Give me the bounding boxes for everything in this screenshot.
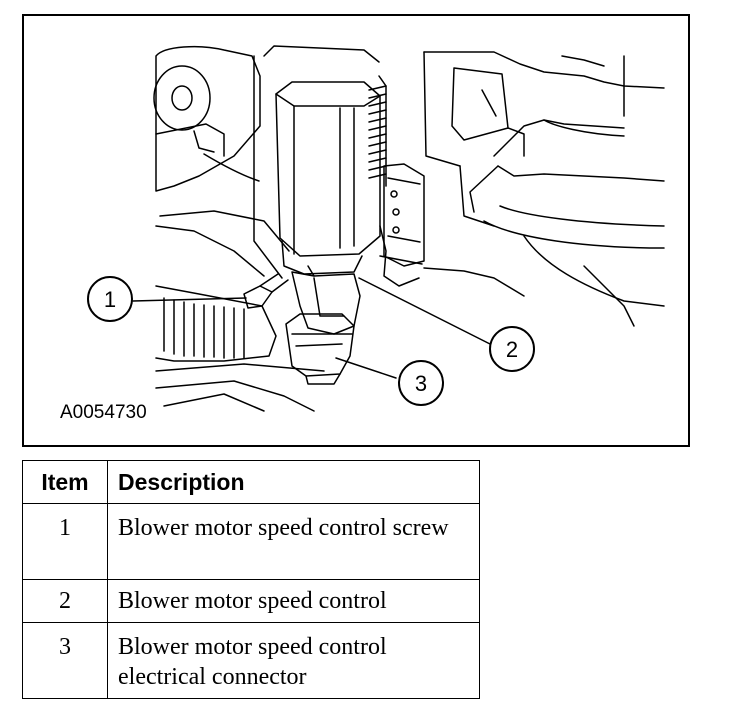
- bracket: [383, 163, 425, 267]
- lower-mount: [291, 271, 361, 335]
- legend-table: Item Description 1 Blower motor speed co…: [22, 460, 480, 699]
- blower-speed-control-illustration: 1 2 3: [87, 45, 665, 412]
- table-header-row: Item Description: [22, 460, 480, 504]
- ducting-right: [423, 51, 665, 89]
- callout-1-label: 1: [104, 287, 116, 312]
- table-row: 2 Blower motor speed control: [22, 579, 480, 623]
- housing-left: [155, 45, 261, 192]
- blower-hub: [153, 65, 211, 131]
- item-number: 1: [22, 503, 108, 580]
- leader-1: [132, 297, 247, 302]
- header-item: Item: [22, 460, 108, 504]
- callout-3-label: 3: [415, 371, 427, 396]
- table-row: 1 Blower motor speed control screw: [22, 503, 480, 580]
- item-description: Blower motor speed control: [107, 579, 480, 623]
- callout-1: [87, 276, 133, 322]
- callout-2: [489, 326, 535, 372]
- callout-3: [398, 360, 444, 406]
- item-description: Blower motor speed control screw: [107, 503, 480, 580]
- leader-2: [358, 277, 491, 345]
- header-description: Description: [107, 460, 480, 504]
- housing-lower-left: [155, 285, 277, 362]
- table-row: 3 Blower motor speed control electrical …: [22, 622, 480, 699]
- figure-id: A0054730: [60, 402, 147, 423]
- item-description: Blower motor speed control electrical co…: [107, 622, 480, 699]
- diagram-figure: 1 2 3 A0054730: [22, 14, 690, 447]
- item-number: 3: [22, 622, 108, 699]
- wire-coil: [368, 85, 387, 179]
- screw: [243, 285, 273, 309]
- speed-control-module: [275, 81, 381, 257]
- leader-3: [335, 357, 397, 379]
- electrical-connector: [285, 313, 355, 377]
- item-number: 2: [22, 579, 108, 623]
- callout-2-label: 2: [506, 337, 518, 362]
